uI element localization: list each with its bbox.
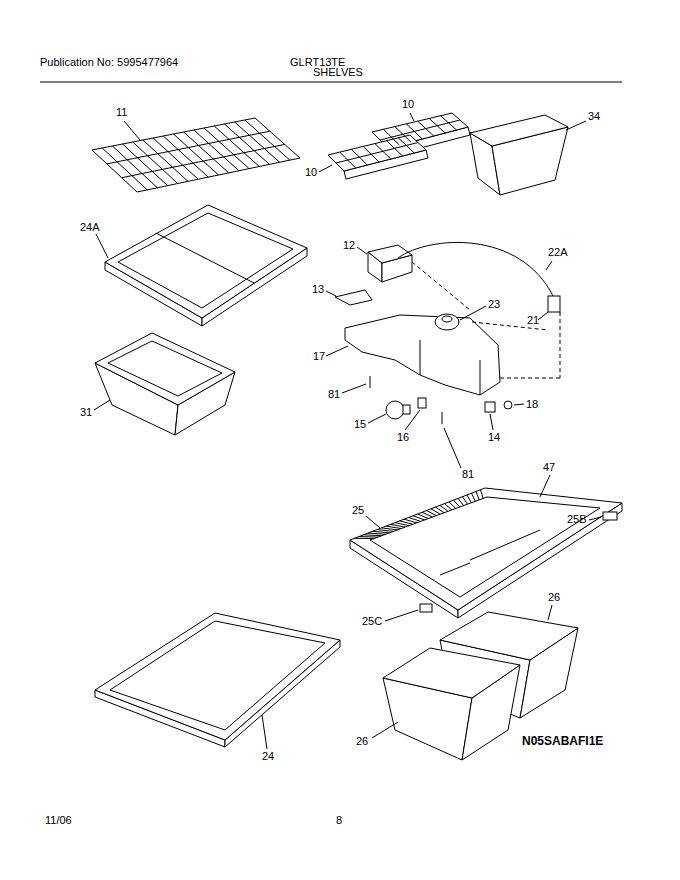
socket	[418, 398, 426, 408]
shelf-clip	[420, 604, 432, 612]
glass-shelf	[110, 621, 325, 730]
callout-number: 31	[80, 406, 92, 419]
control-housing	[420, 340, 421, 375]
ice-tray-cells	[380, 116, 460, 145]
callout-number: 13	[312, 283, 324, 296]
shelf-rim-hatch	[355, 490, 484, 539]
callout-number: 17	[313, 350, 325, 363]
assembly-line	[412, 262, 470, 310]
crisper-pan	[108, 341, 222, 396]
crisper-drawer	[383, 648, 520, 698]
screw	[442, 412, 443, 424]
callout-number: 15	[354, 418, 366, 431]
leader-lines	[94, 113, 601, 749]
callout-number: 24	[262, 750, 274, 763]
control-housing	[480, 360, 481, 395]
callout-number: 23	[488, 298, 500, 311]
glass-shelf	[156, 233, 254, 283]
screw	[370, 376, 371, 388]
wire	[398, 242, 553, 296]
callout-number: 16	[397, 431, 409, 444]
shelf-glass	[440, 563, 470, 575]
header-text: Publication No: 5995477964	[40, 56, 178, 69]
callout-number: 21	[527, 314, 539, 327]
ice-tray	[328, 135, 426, 171]
glass-shelf	[95, 613, 340, 740]
shelf-frame	[350, 488, 622, 610]
crisper-drawer	[440, 612, 578, 660]
shelf-glass	[370, 497, 600, 597]
shelf-glass	[470, 530, 540, 560]
drawing-code: N05SABAFI1E	[522, 735, 603, 748]
light-bulb	[386, 401, 404, 419]
plug	[504, 401, 512, 409]
callout-number: 25	[352, 504, 364, 517]
glass-shelf	[105, 205, 307, 318]
light-bulb	[403, 405, 410, 414]
callout-number: 14	[488, 431, 500, 444]
callout-number: 34	[588, 110, 600, 123]
wire-shelf	[92, 118, 300, 192]
control-knob	[435, 314, 459, 330]
callout-number: 25B	[567, 513, 587, 526]
glass-shelf	[118, 213, 293, 308]
crisper-pan	[95, 333, 235, 405]
callout-number: 47	[543, 461, 555, 474]
callout-number: 11	[116, 106, 127, 119]
callout-number: 10	[402, 98, 414, 111]
switch	[548, 296, 560, 312]
assembly-line	[500, 378, 560, 379]
callout-number: 10	[305, 166, 317, 179]
callout-number: 22A	[548, 246, 568, 259]
callout-number: 81	[328, 388, 340, 401]
callout-number: 26	[548, 591, 560, 604]
light-lens	[335, 290, 372, 305]
callout-number: 81	[462, 468, 474, 481]
shelf-clip	[603, 512, 617, 520]
switch	[485, 402, 495, 412]
control-housing	[345, 315, 500, 395]
page-number: 8	[336, 814, 342, 827]
ice-tray-cells	[336, 138, 418, 168]
model-number: GLRT13TE	[290, 56, 345, 69]
door-bin	[470, 115, 568, 146]
callout-number: 25C	[362, 615, 382, 628]
callout-number: 26	[356, 735, 368, 748]
control-knob	[442, 316, 452, 322]
footer-date: 11/06	[45, 814, 72, 827]
callout-number: 24A	[80, 221, 100, 234]
callout-number: 18	[526, 398, 538, 411]
assembly-line	[560, 312, 561, 378]
callout-number: 12	[343, 239, 355, 252]
header-rule	[40, 82, 622, 83]
